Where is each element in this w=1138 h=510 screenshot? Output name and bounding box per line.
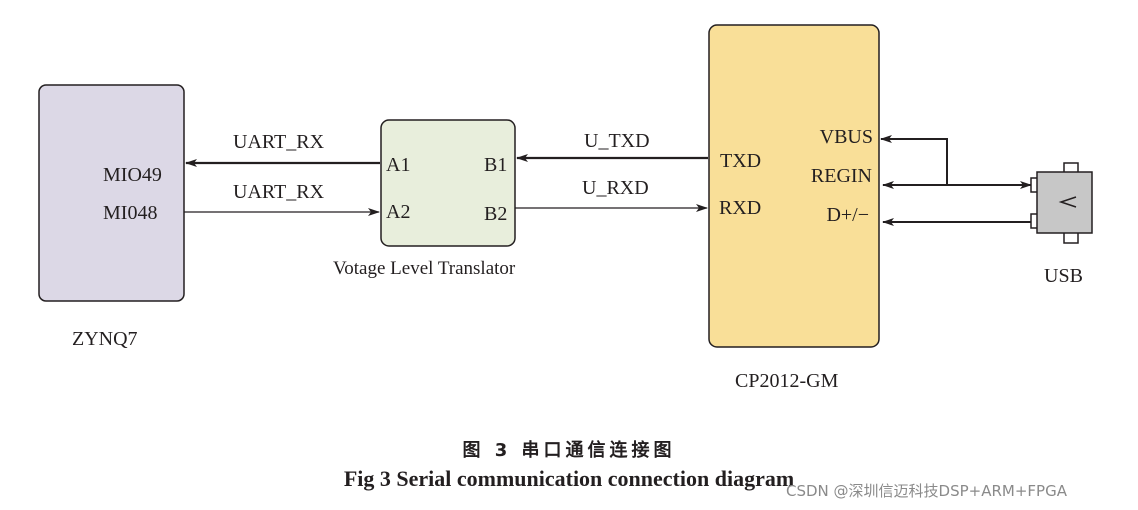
cp2012-label: CP2012-GM [735, 370, 839, 392]
pin-b1: B1 [484, 154, 507, 176]
signal-label-u-txd: U_TXD [584, 130, 650, 152]
pin-a1: A1 [386, 154, 410, 176]
usb-wires [880, 135, 1032, 226]
zynq7-box [38, 84, 185, 302]
caption-english: Fig 3 Serial communication connection di… [343, 466, 795, 491]
translator-label: Votage Level Translator [333, 258, 516, 279]
signal-label-u-rxd: U_RXD [582, 177, 649, 199]
level-translator-block: A1 A2 B1 B2 Votage Level Translator [333, 119, 516, 279]
usb-connector-icon [1030, 162, 1093, 244]
cp2012-box [708, 24, 880, 348]
pin-a2: A2 [386, 201, 410, 223]
caption-chinese: 图 3 串口通信连接图 [462, 440, 676, 461]
pin-dplus-minus: D+/− [826, 204, 869, 226]
pin-vbus: VBUS [820, 126, 873, 148]
translator-box [380, 119, 516, 247]
usb-label: USB [1044, 265, 1083, 287]
pin-mio48: MI048 [103, 202, 157, 224]
pin-mio49: MIO49 [103, 164, 162, 186]
zynq7-block: MIO49 MI048 ZYNQ7 [38, 84, 185, 350]
usb-chevron-icon [1058, 196, 1077, 208]
pin-regin: REGIN [811, 165, 872, 187]
pin-rxd: RXD [719, 197, 761, 219]
wire-vbus [880, 135, 948, 185]
watermark: CSDN @深圳信迈科技DSP+ARM+FPGA [786, 482, 1067, 500]
pin-txd: TXD [720, 150, 761, 172]
signal-label-uart-rx-bottom: UART_RX [233, 181, 325, 203]
pin-b2: B2 [484, 203, 507, 225]
zynq7-label: ZYNQ7 [72, 328, 138, 350]
cp2012-block: TXD RXD VBUS REGIN D+/− CP2012-GM [708, 24, 880, 392]
signal-label-uart-rx-top: UART_RX [233, 131, 325, 153]
